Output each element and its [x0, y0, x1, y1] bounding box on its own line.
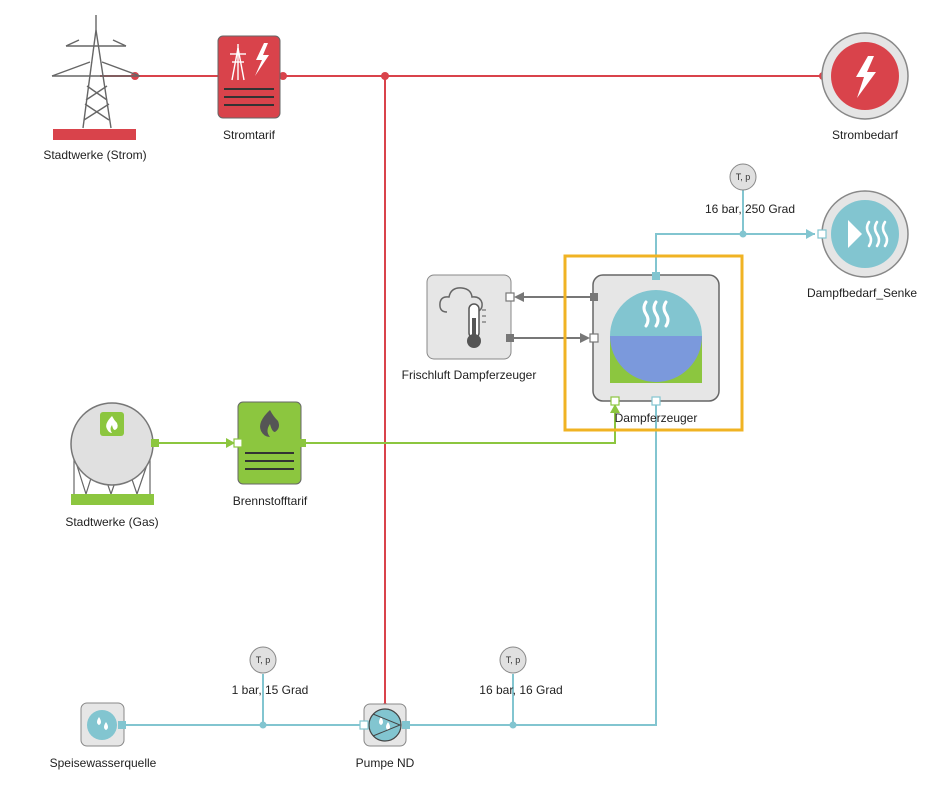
port-speisewasser — [118, 721, 126, 729]
port-brennstoff-out — [298, 439, 306, 447]
port-boiler-air-in — [589, 333, 599, 343]
steam-waves-icon — [865, 220, 889, 248]
water-drops-icon — [379, 717, 390, 730]
lightning-icon — [856, 56, 876, 98]
port-brennstoff-in — [233, 438, 243, 448]
port-boiler-gas — [610, 396, 620, 406]
stromtarif-node[interactable] — [217, 35, 281, 119]
dampferzeuger-node[interactable] — [592, 274, 720, 402]
port-boiler-air-out — [590, 293, 598, 301]
ground-bar-strom — [53, 129, 136, 140]
pump-impeller-icon — [372, 713, 402, 737]
water-drops-icon — [97, 717, 108, 730]
sensor-in-glyph: T, p — [256, 655, 271, 665]
gas-line-out[interactable] — [305, 411, 616, 444]
gas-lines — [155, 411, 616, 444]
sensor-steam[interactable]: T, p — [729, 163, 757, 191]
arrow-right-icon — [848, 220, 862, 248]
brennstofftarif-node[interactable] — [237, 401, 302, 485]
label-brennstofftarif: Brennstofftarif — [233, 494, 308, 508]
strombedarf-node[interactable] — [821, 32, 909, 120]
sensor-in[interactable]: T, p — [249, 646, 277, 674]
steam-arrow — [806, 229, 815, 239]
frischluft-node[interactable] — [426, 274, 512, 360]
speisewasserquelle-node[interactable] — [80, 702, 125, 747]
selection-frame — [563, 254, 744, 432]
label-sensor-steam: 16 bar, 250 Grad — [705, 202, 795, 216]
flame-icon — [106, 416, 118, 433]
sensor-out-glyph: T, p — [506, 655, 521, 665]
port-pumpe-out — [402, 721, 410, 729]
electric-dots — [131, 72, 827, 711]
label-dampferzeuger: Dampferzeuger — [615, 411, 698, 425]
label-stadtwerke-gas: Stadtwerke (Gas) — [65, 515, 158, 529]
air-lines — [512, 296, 592, 339]
sensor-out[interactable]: T, p — [499, 646, 527, 674]
label-sensor-out: 16 bar, 16 Grad — [479, 683, 562, 697]
port-dampfbedarf — [817, 229, 827, 239]
cloud-icon — [439, 287, 483, 313]
label-strombedarf: Strombedarf — [832, 128, 899, 142]
ground-bar-gas — [71, 494, 154, 505]
pumpe-node[interactable] — [363, 703, 407, 747]
lightning-icon — [255, 43, 269, 76]
steam-icon — [642, 300, 670, 328]
air-arrow-right — [580, 333, 590, 343]
port-gas-tank — [151, 439, 159, 447]
label-sensor-in: 1 bar, 15 Grad — [232, 683, 309, 697]
water-lines — [122, 190, 815, 726]
port-boiler-water — [651, 396, 661, 406]
label-dampfbedarf: Dampfbedarf_Senke — [807, 286, 917, 300]
label-frischluft: Frischluft Dampferzeuger — [402, 368, 537, 382]
gas-arrow-tarif — [226, 438, 235, 448]
port-boiler-steam — [652, 272, 660, 280]
water-drum-lower — [610, 336, 702, 382]
gas-tank-node[interactable] — [70, 402, 154, 505]
gas-arrow-boiler — [610, 404, 620, 413]
dampfbedarf-node[interactable] — [821, 190, 909, 278]
port-frischluft-out — [505, 292, 515, 302]
water-dots — [259, 230, 747, 729]
port-pumpe-in — [359, 720, 369, 730]
pump-outlet-line[interactable] — [407, 401, 657, 726]
thermometer-icon — [467, 303, 486, 348]
port-frischluft-in — [506, 334, 514, 342]
label-stadtwerke-strom: Stadtwerke (Strom) — [43, 148, 146, 162]
sensor-steam-glyph: T, p — [736, 172, 751, 182]
power-tower-icon[interactable] — [51, 15, 141, 129]
label-speisewasserquelle: Speisewasserquelle — [50, 756, 157, 770]
air-arrow-left — [514, 292, 524, 302]
steam-line[interactable] — [655, 233, 815, 276]
label-stromtarif: Stromtarif — [223, 128, 276, 142]
electricity-tariff-icon — [230, 44, 246, 81]
label-pumpe: Pumpe ND — [356, 756, 415, 770]
flame-icon — [260, 410, 279, 437]
